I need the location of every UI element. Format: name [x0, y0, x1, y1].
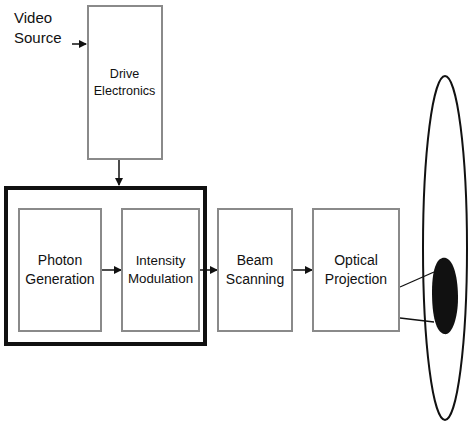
- eye-pupil: [432, 258, 458, 335]
- process-box: Photon Generation: [18, 208, 102, 332]
- flow-arrow: [293, 269, 312, 271]
- process-box: Beam Scanning: [217, 208, 293, 332]
- drive-arrow: [118, 160, 120, 185]
- signal-label: Video Source: [14, 8, 74, 47]
- projection-ray: [400, 318, 434, 322]
- box-label: Photon Generation: [20, 251, 100, 289]
- module-enclosure: [6, 188, 205, 344]
- input-arrow: [72, 43, 86, 45]
- process-box: Optical Projection: [312, 208, 400, 332]
- flow-arrow: [200, 269, 217, 271]
- eye-outline: [423, 76, 467, 420]
- projection-ray: [400, 272, 434, 287]
- box-label: Intensity Modulation: [123, 252, 198, 288]
- flow-arrow: [102, 269, 121, 271]
- process-box: Intensity Modulation: [121, 208, 200, 332]
- box-label: Beam Scanning: [219, 251, 291, 289]
- box-label: Optical Projection: [314, 251, 398, 289]
- process-box: Drive Electronics: [87, 5, 163, 160]
- box-label: Drive Electronics: [89, 66, 161, 100]
